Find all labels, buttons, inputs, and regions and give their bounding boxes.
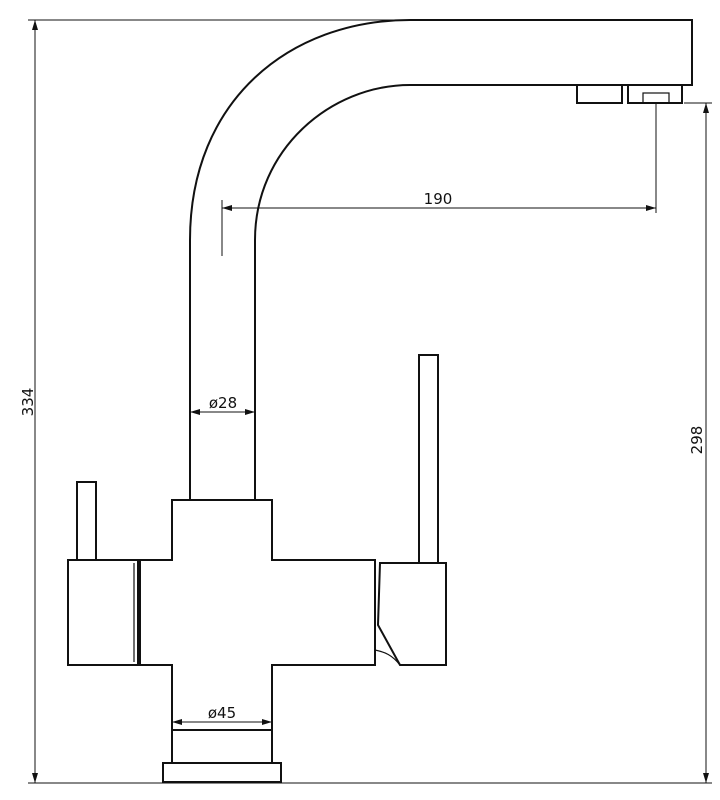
dimension-total-height: 334 bbox=[19, 19, 712, 784]
left-handle-block bbox=[67, 559, 139, 666]
spout-height-label: 298 bbox=[688, 426, 706, 455]
left-lever bbox=[76, 481, 97, 560]
total-height-label: 334 bbox=[19, 388, 37, 417]
right-lever bbox=[418, 354, 439, 563]
spout bbox=[189, 19, 693, 500]
dimension-base-diameter: ø45 bbox=[172, 704, 272, 725]
aerator-right bbox=[627, 84, 683, 104]
dimension-spout-diameter: ø28 bbox=[190, 394, 255, 415]
dimension-spout-height: 298 bbox=[684, 102, 712, 783]
cross-body bbox=[139, 499, 376, 731]
right-handle-block bbox=[376, 562, 447, 666]
faucet-body bbox=[67, 19, 693, 783]
base-neck bbox=[171, 730, 273, 763]
dimension-spout-reach: 190 bbox=[221, 103, 657, 256]
base-diameter-label: ø45 bbox=[208, 704, 236, 722]
right-handle-taper bbox=[374, 649, 401, 666]
aerator-left bbox=[576, 84, 623, 104]
spout-reach-label: 190 bbox=[424, 190, 453, 208]
aerator-right-inner bbox=[642, 92, 670, 104]
spout-diameter-label: ø28 bbox=[209, 394, 237, 412]
base-plate bbox=[162, 762, 282, 783]
